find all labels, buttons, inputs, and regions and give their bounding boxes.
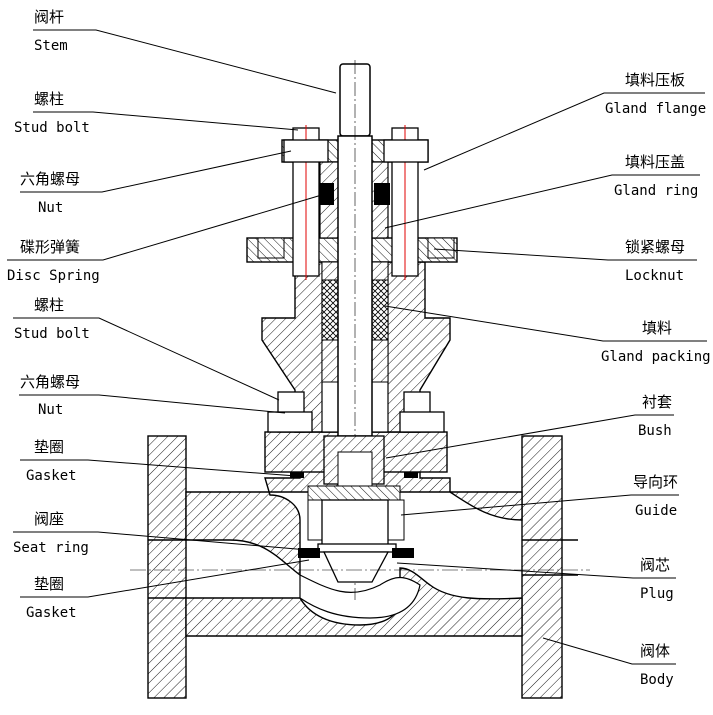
label-locknut-cn: 锁紧螺母: [625, 238, 685, 256]
label-gland-packing-en: Gland packing: [601, 349, 711, 365]
label-guide-en: Guide: [635, 503, 677, 519]
label-gland-packing-cn: 填料: [642, 319, 672, 337]
label-nut-1-cn: 六角螺母: [20, 170, 80, 188]
label-stud-bolt-1-en: Stud bolt: [14, 120, 90, 136]
label-disc-spring-cn: 碟形弹簧: [20, 238, 80, 256]
label-gland-ring-en: Gland ring: [614, 183, 698, 199]
label-bush-en: Bush: [638, 423, 672, 439]
label-disc-spring-en: Disc Spring: [7, 268, 100, 284]
label-seat-ring-cn: 阀座: [34, 510, 64, 528]
label-gland-flange-cn: 填料压板: [625, 71, 685, 89]
labels-left: 阀杆 Stem 螺柱 Stud bolt 六角螺母 Nut 碟形弹簧 Disc …: [7, 8, 100, 621]
stem: [337, 60, 373, 600]
leader-lines: [7, 29, 707, 665]
label-guide-cn: 导向环: [633, 473, 678, 491]
label-gasket-2-en: Gasket: [26, 605, 77, 621]
label-nut-2-en: Nut: [38, 402, 63, 418]
label-stem-en: Stem: [34, 38, 68, 54]
label-gasket-1-cn: 垫圈: [34, 438, 64, 456]
studs-and-nuts-lower: [267, 391, 445, 478]
plug-and-seat: [298, 499, 414, 583]
label-body-cn: 阀体: [640, 642, 670, 660]
label-bush-cn: 衬套: [642, 393, 672, 411]
label-seat-ring-en: Seat ring: [13, 540, 89, 556]
labels-right: 填料压板 Gland flange 填料压盖 Gland ring 锁紧螺母 L…: [601, 71, 711, 688]
label-gland-flange-en: Gland flange: [605, 101, 706, 117]
label-stud-bolt-1-cn: 螺柱: [34, 90, 64, 108]
label-gasket-2-cn: 垫圈: [34, 575, 64, 593]
label-stud-bolt-2-cn: 螺柱: [34, 296, 64, 314]
valve-body: [147, 435, 578, 699]
label-plug-en: Plug: [640, 586, 674, 602]
label-gland-ring-cn: 填料压盖: [625, 153, 685, 171]
label-stem-cn: 阀杆: [34, 8, 64, 26]
label-plug-cn: 阀芯: [640, 556, 670, 574]
label-nut-2-cn: 六角螺母: [20, 373, 80, 391]
label-locknut-en: Locknut: [625, 268, 684, 284]
label-gasket-1-en: Gasket: [26, 468, 77, 484]
label-stud-bolt-2-en: Stud bolt: [14, 326, 90, 342]
label-nut-1-en: Nut: [38, 200, 63, 216]
studs-and-nuts-top: [257, 125, 455, 280]
label-body-en: Body: [640, 672, 674, 688]
